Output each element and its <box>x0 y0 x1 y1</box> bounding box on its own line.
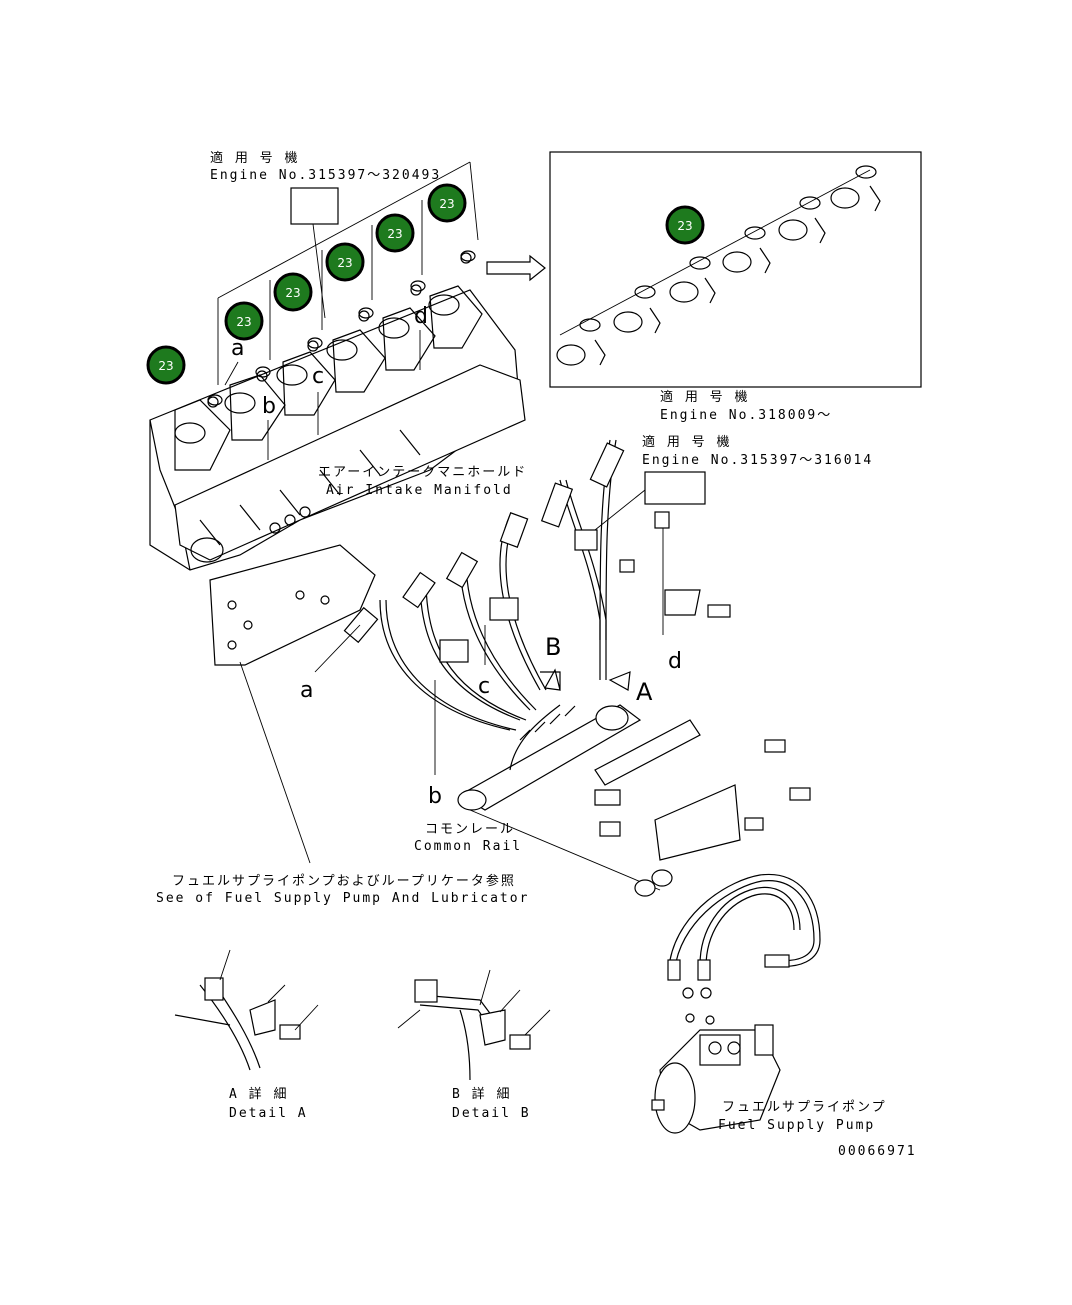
detail-b-drawing <box>397 969 551 1081</box>
view-ref-c-mid: c <box>478 674 490 699</box>
arrow-a <box>314 624 361 673</box>
rail-label-jp: コモンレール <box>425 822 515 837</box>
view-ref-a-mid: a <box>300 678 313 703</box>
supply-pipes <box>634 869 821 981</box>
callout-1[interactable]: 23 <box>146 345 186 385</box>
bracket-holes <box>227 590 330 650</box>
view-ref-c-top: c <box>312 364 324 389</box>
leader-fan-top <box>217 161 479 385</box>
view-label-B: B <box>545 633 561 661</box>
pipe-clamps <box>439 529 635 663</box>
drawing-number: 00066971 <box>838 1144 917 1159</box>
serial-inset-en: Engine No.318009～ <box>660 408 832 423</box>
engine-cylinder-heads <box>149 252 526 571</box>
pump-label-jp: フュエルサプライポンプ <box>722 1100 887 1115</box>
arrow-to-inset <box>486 254 546 282</box>
manifold-label-jp: エアーインテークマニホールド <box>318 465 527 480</box>
see-pump-jp: フュエルサプライポンプおよびループリケータ参照 <box>172 873 516 889</box>
detail-b-label-en: Detail B <box>452 1106 531 1121</box>
view-label-A: A <box>636 678 653 706</box>
view-ref-d-top: d <box>414 304 428 329</box>
detail-a-label-en: Detail A <box>229 1106 308 1121</box>
serial-mid-jp: 適 用 号 機 <box>642 434 731 450</box>
see-pump-en: See of Fuel Supply Pump And Lubricator <box>156 891 529 906</box>
view-ref-b-top: b <box>262 394 276 419</box>
serial-top-jp: 適 用 号 機 <box>210 150 299 166</box>
injector-seals <box>207 250 476 406</box>
view-ref-d-mid: d <box>668 649 682 674</box>
inset-box <box>549 151 922 388</box>
rail-cover-plates <box>594 719 811 861</box>
view-ref-a-top: a <box>231 336 244 361</box>
pump-label-en: Fuel Supply Pump <box>718 1118 875 1133</box>
leader-line <box>239 661 311 864</box>
callout-4[interactable]: 23 <box>325 242 365 282</box>
manifold-label-en: Air Intake Manifold <box>326 483 513 498</box>
serial-mid-en: Engine No.315397～316014 <box>642 453 873 468</box>
leader-line <box>312 223 326 319</box>
serial-top-en: Engine No.315397～320493 <box>210 168 441 183</box>
detail-a-label-jp: A 詳 細 <box>229 1086 288 1102</box>
injection-pipes <box>343 439 625 731</box>
detail-b-label-jp: B 詳 細 <box>452 1086 511 1102</box>
bracket-bolt-d <box>654 511 731 618</box>
leader-line <box>594 489 646 531</box>
pipe-bracket-plate <box>209 544 376 666</box>
down-arrows-top <box>224 330 421 460</box>
blank-ref-box-mid <box>644 471 706 505</box>
inset-injectors <box>556 165 881 366</box>
callout-5[interactable]: 23 <box>375 213 415 253</box>
callout-3[interactable]: 23 <box>273 272 313 312</box>
view-ref-b-mid: b <box>428 784 442 809</box>
detail-a-drawing <box>174 949 319 1071</box>
callout-7[interactable]: 23 <box>665 205 705 245</box>
callout-2[interactable]: 23 <box>224 301 264 341</box>
blank-ref-box-top <box>290 187 339 225</box>
serial-inset-jp: 適 用 号 機 <box>660 389 749 405</box>
callout-6[interactable]: 23 <box>427 183 467 223</box>
common-rail <box>457 704 642 811</box>
leader-line <box>469 809 661 891</box>
fuel-supply-pump <box>651 987 781 1134</box>
view-arrow-A <box>608 671 631 691</box>
view-arrow-B <box>540 668 561 691</box>
rail-label-en: Common Rail <box>414 839 522 854</box>
